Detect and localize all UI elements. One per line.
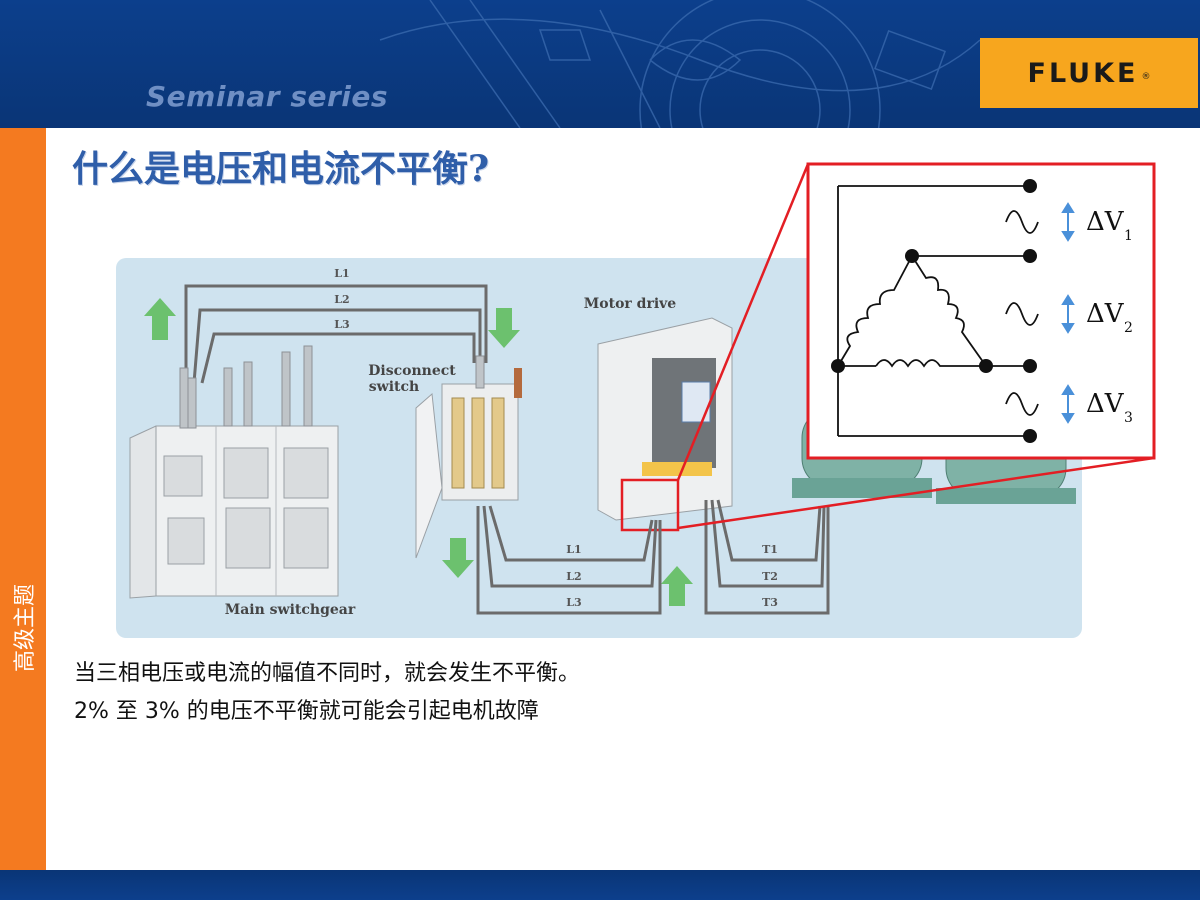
delta-winding [837, 185, 1030, 437]
bottom-wires [476, 499, 830, 615]
bottom-left-label-l3: L3 [566, 596, 581, 609]
body-line-1: 当三相电压或电流的幅值不同时，就会发生不平衡。 [74, 661, 581, 686]
motor-drive-label: Motor drive [584, 296, 677, 312]
delta-v1-label: ΔV [1086, 207, 1125, 237]
top-line-label-l1: L1 [334, 267, 349, 280]
slide-body: 当三相电压或电流的幅值不同时，就会发生不平衡。 2% 至 3% 的电压不平衡就可… [74, 655, 580, 731]
inset-frame [806, 162, 1156, 460]
motor-drive-cabinet [597, 317, 733, 521]
fluke-logo: FLUKE ® [980, 38, 1198, 108]
top-line-label-l2: L2 [334, 293, 349, 306]
bottom-left-label-l1: L1 [566, 543, 581, 556]
bottom-left-label-l2: L2 [566, 570, 581, 583]
disconnect-switch [415, 355, 522, 559]
switchgear-label: Main switchgear [225, 602, 356, 618]
header-decoration [379, 0, 981, 128]
top-wires [184, 284, 488, 384]
down-arrow-bottom [442, 538, 474, 578]
delta-v1-subscript: 1 [1124, 228, 1133, 244]
body-line-2: 2% 至 3% 的电压不平衡就可能会引起电机故障 [74, 699, 539, 724]
logo-registered-mark: ® [1141, 72, 1151, 82]
up-arrow-bottom [661, 566, 693, 606]
down-arrow-top [488, 308, 520, 348]
disconnect-label-1: Disconnect [368, 363, 456, 379]
bottom-right-label-t2: T2 [762, 570, 778, 583]
double-arrow-icons [1061, 202, 1075, 424]
delta-v2-subscript: 2 [1124, 320, 1133, 336]
delta-v3-subscript: 3 [1124, 410, 1133, 426]
sine-wave-icons [1005, 210, 1039, 416]
delta-v2-label: ΔV [1086, 299, 1125, 329]
top-line-label-l3: L3 [334, 318, 349, 331]
flow-arrows [144, 298, 693, 606]
delta-v3-label: ΔV [1086, 389, 1125, 419]
terminal-dots [831, 179, 1037, 443]
disconnect-label-2: switch [369, 379, 419, 395]
slide-title: 什么是电压和电流不平衡? [72, 148, 490, 190]
up-arrow-left [144, 298, 176, 340]
main-switchgear [129, 345, 339, 599]
footer-band [0, 870, 1200, 900]
delta-circuit-inset: ΔV 1 ΔV 2 ΔV 3 [806, 162, 1156, 460]
logo-text: FLUKE [1027, 57, 1139, 89]
bottom-right-label-t1: T1 [762, 543, 778, 556]
bottom-right-label-t3: T3 [762, 596, 778, 609]
sidebar: 高级主题 [0, 128, 46, 870]
seminar-series-label: Seminar series [146, 80, 389, 113]
header-band: Seminar series FLUKE ® [0, 0, 1200, 128]
